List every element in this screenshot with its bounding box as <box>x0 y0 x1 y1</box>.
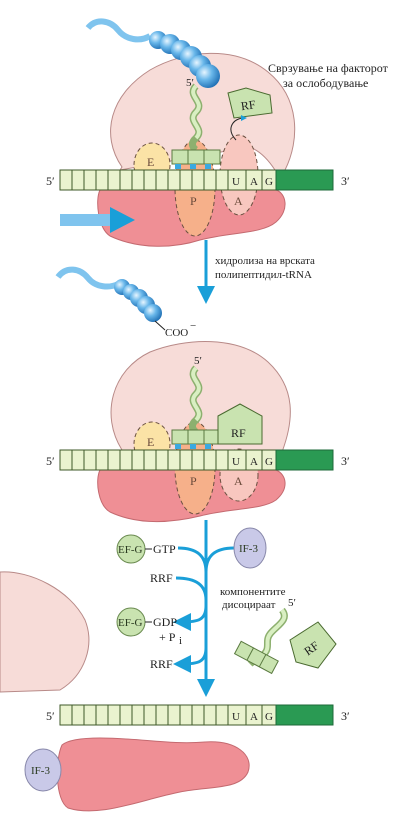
if3-oval-2 <box>24 748 62 792</box>
if3-entry-curve <box>204 546 235 573</box>
rf-binding-caption-1: Сврзување на факторот <box>268 61 389 75</box>
if3-label-2: IF-3 <box>31 765 50 777</box>
codon-g: G <box>265 176 273 188</box>
efg-gtp: EF-G GTP <box>116 534 176 564</box>
rrf-entry-curve <box>175 576 208 601</box>
codon-a-3: A <box>250 711 258 723</box>
released-release-factor: RF <box>289 621 337 669</box>
polypeptide-chain <box>85 18 220 88</box>
coo-label: COO <box>165 327 188 339</box>
rrf-label-in: RRF <box>150 571 173 585</box>
codon-u-2: U <box>232 456 240 468</box>
trna-5prime-label-2: 5′ <box>194 355 202 367</box>
codon-g-2: G <box>265 456 273 468</box>
codon-a: A <box>250 176 258 188</box>
hydrolysis-caption-1: хидролиза на врската <box>215 255 315 267</box>
if3-oval <box>233 527 267 569</box>
released-trna: 5′ <box>233 597 296 675</box>
free-small-subunit <box>56 737 250 812</box>
efg-gdp: EF-G GDP + P i <box>116 607 182 647</box>
peptidyl-trna: 5′ <box>171 77 221 169</box>
rf-entry-arrow <box>230 115 247 141</box>
stage-2-post-hydrolysis: E P A 5′ RF <box>46 341 350 522</box>
dissociation-caption-2: дисоцираат <box>222 599 276 611</box>
efg-label-1: EF-G <box>118 544 143 556</box>
mrna-5prime-label: 5′ <box>46 174 55 188</box>
trna-5prime-label: 5′ <box>186 77 194 89</box>
pi-label: + P <box>159 630 176 644</box>
mrna-5prime-label-3: 5′ <box>46 709 55 723</box>
stage-1-rf-binding: E P A 5′ RF <box>46 18 389 247</box>
pi-subscript: i <box>179 635 182 647</box>
e-site-label: E <box>147 155 154 169</box>
e-site-label-2: E <box>147 435 154 449</box>
mrna-strand-2: U A G <box>59 449 334 471</box>
mrna-3prime-label-3: 3′ <box>341 709 350 723</box>
if3-label: IF-3 <box>239 543 258 555</box>
a-site-label-2: A <box>234 474 243 488</box>
release-factor: RF <box>227 87 273 119</box>
efg-gtp-entry-curve <box>177 546 208 573</box>
rrf-exit-curve <box>173 647 208 673</box>
p-site-label: P <box>190 194 197 208</box>
rf-binding-caption-2: за ослободување <box>283 76 368 90</box>
mrna-3prime-label-2: 3′ <box>341 454 350 468</box>
efg-label-2: EF-G <box>118 617 143 629</box>
rrf-label-out: RRF <box>150 657 173 671</box>
efg-gdp-exit-curve <box>173 605 208 631</box>
mrna-strand: U A G <box>59 169 334 191</box>
codon-g-3: G <box>265 711 273 723</box>
hydrolysis-caption-2: полипептидил-tRNA <box>215 269 312 281</box>
free-mrna: U A G <box>59 704 334 726</box>
translocation-arrow <box>60 207 135 233</box>
coo-charge: − <box>190 320 196 332</box>
if3-bound: IF-3 <box>24 748 62 792</box>
mrna-5prime-label-2: 5′ <box>46 454 55 468</box>
gdp-label: GDP <box>153 615 177 629</box>
rf-label-2: RF <box>231 426 246 440</box>
codon-u-3: U <box>232 711 240 723</box>
trna-5prime-label-3: 5′ <box>288 597 296 609</box>
departing-large-subunit <box>0 571 90 693</box>
a-site-label: A <box>234 194 243 208</box>
gtp-label: GTP <box>153 542 176 556</box>
released-polypeptide: COO − <box>55 266 196 339</box>
mrna-3prime-label: 3′ <box>341 174 350 188</box>
codon-a-2: A <box>250 456 258 468</box>
p-site-label-2: P <box>190 474 197 488</box>
dissociation-caption-1: компонентите <box>220 586 286 598</box>
codon-u: U <box>232 176 240 188</box>
bound-release-factor: RF <box>217 403 263 445</box>
if3-factor: IF-3 <box>233 527 267 569</box>
rf-label: RF <box>240 97 257 113</box>
